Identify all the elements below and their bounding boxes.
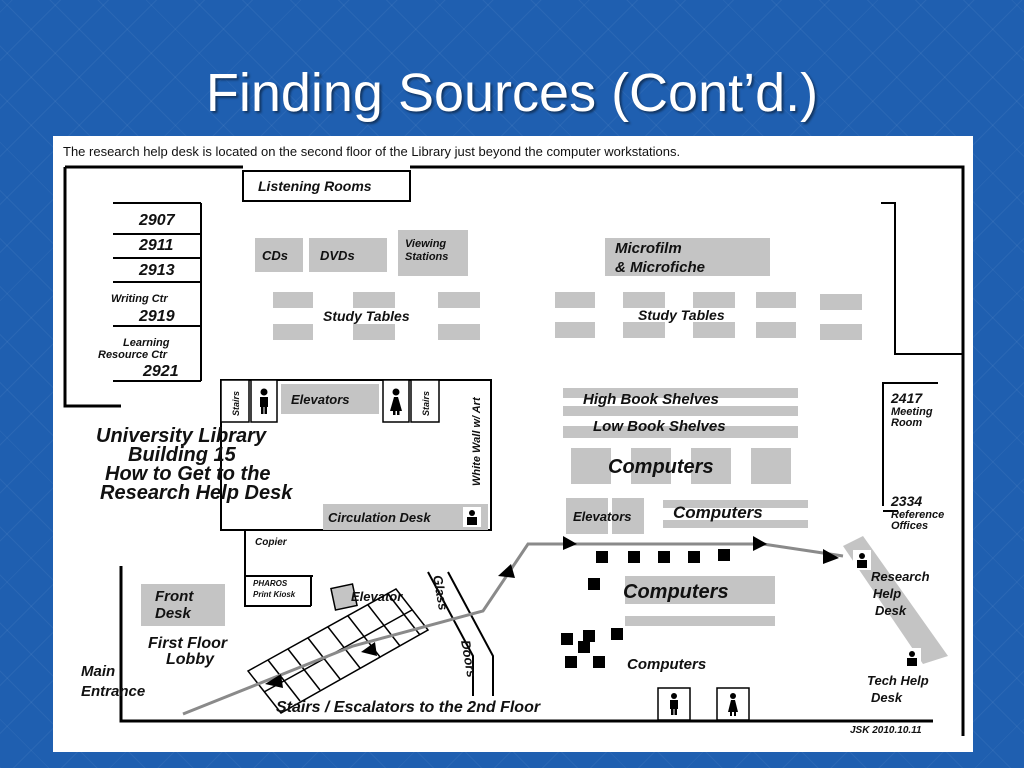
doors-label: Doors [458, 639, 479, 679]
map-credit: JSK 2010.10.11 [850, 725, 922, 736]
restroom-icon [260, 388, 268, 414]
restroom-bottom-right-icon [728, 693, 738, 716]
map-heading-line1: University Library [96, 425, 267, 447]
slide-title: Finding Sources (Cont’d.) [205, 63, 819, 123]
learning-resource-label-1: Learning [123, 337, 170, 349]
room-2919: 2919 [138, 308, 175, 325]
stairs-escalators-label: Stairs / Escalators to the 2nd Floor [276, 699, 541, 716]
research-help-desk [843, 536, 948, 668]
computers-label-1: Computers [608, 456, 714, 478]
listening-rooms-label: Listening Rooms [258, 178, 372, 194]
lower-elevator-icon [330, 583, 358, 611]
circulation-desk-label: Circulation Desk [328, 510, 431, 525]
low-book-shelves-label: Low Book Shelves [593, 418, 726, 435]
lower-walls [244, 530, 494, 696]
front-desk-label-2: Desk [155, 605, 192, 622]
reference-offices-label-1: Reference [891, 509, 944, 521]
elevators-mid-box [566, 498, 644, 534]
dvds-label: DVDs [320, 248, 355, 263]
main-entrance-label-1: Main [81, 663, 115, 680]
room-2417: 2417 [890, 390, 923, 406]
library-floor-map: The research help desk is located on the… [53, 136, 973, 752]
high-book-shelves [563, 388, 798, 416]
microfilm-label-1: Microfilm [615, 240, 682, 257]
room-2907: 2907 [138, 212, 176, 229]
meeting-room-label-2: Room [891, 417, 922, 429]
microfilm-box [605, 238, 770, 276]
study-tables-right-label: Study Tables [638, 307, 725, 323]
map-heading-line4: Research Help Desk [100, 482, 293, 504]
cds-box [255, 238, 303, 272]
computer-stations-1 [571, 448, 791, 484]
elevators-mid-label: Elevators [573, 509, 632, 524]
map-heading-line2: Building 15 [128, 444, 237, 466]
staff-icon [463, 507, 481, 527]
cds-label: CDs [262, 248, 288, 263]
elevators-top-box [281, 384, 379, 414]
lobby-label-2: Lobby [166, 651, 215, 668]
map-caption: The research help desk is located on the… [63, 144, 680, 159]
dvds-box [309, 238, 387, 272]
viewing-stations-box [398, 230, 468, 276]
computer-stations-3 [625, 576, 775, 626]
listening-rooms-box [242, 170, 411, 202]
stairs-left-label: Stairs [231, 391, 241, 416]
main-entrance-label-2: Entrance [81, 683, 145, 700]
computer-stations-2 [663, 500, 808, 528]
computers-label-2: Computers [673, 503, 763, 522]
research-help-label-1: Research [871, 569, 930, 584]
viewing-stations-label-2: Stations [405, 251, 448, 263]
research-help-label-3: Desk [875, 603, 907, 618]
route-path [182, 536, 844, 716]
copier-label: Copier [255, 537, 288, 548]
computer-workstations-dots [561, 549, 730, 668]
stairs-right-box [410, 379, 440, 423]
lobby-label-1: First Floor [148, 635, 228, 652]
writing-ctr-label: Writing Ctr [111, 293, 168, 305]
high-book-shelves-label: High Book Shelves [583, 391, 719, 408]
tech-help-label-2: Desk [871, 690, 903, 705]
microfilm-label-2: & Microfiche [615, 259, 705, 276]
room-2334: 2334 [890, 493, 922, 509]
room-2921: 2921 [142, 363, 179, 380]
front-desk-label-1: Front [155, 588, 194, 605]
computers-label-3: Computers [623, 581, 729, 603]
low-book-shelves [563, 426, 798, 438]
computers-label-4: Computers [627, 656, 706, 673]
lower-elevator-label: Elevator [351, 589, 403, 604]
study-tables-right [555, 292, 862, 340]
pharos-label-2: Print Kiosk [253, 590, 296, 599]
reference-offices-label-2: Offices [891, 520, 928, 532]
map-heading-line3: How to Get to the [105, 463, 271, 485]
tech-help-label-1: Tech Help [867, 673, 929, 688]
room-2913: 2913 [138, 262, 175, 279]
glass-label: Glass [430, 574, 451, 611]
research-help-label-2: Help [873, 586, 901, 601]
restroom-women-icon [390, 388, 402, 415]
outer-walls [63, 165, 965, 736]
study-tables-left [273, 292, 480, 340]
meeting-room-label-1: Meeting [891, 406, 933, 418]
room-2911: 2911 [138, 237, 174, 254]
front-desk [141, 584, 225, 626]
viewing-stations-label-1: Viewing [405, 238, 446, 250]
white-wall-label: White Wall w/ Art [471, 396, 483, 486]
pharos-label-1: PHAROS [253, 579, 288, 588]
elevators-top-label: Elevators [291, 392, 350, 407]
right-room-walls [881, 202, 963, 512]
circulation-desk [323, 504, 488, 530]
study-tables-left-label: Study Tables [323, 308, 410, 324]
restroom-bottom-left-icon [670, 693, 678, 715]
stairs-left-box [220, 379, 250, 423]
stairs-right-label: Stairs [421, 391, 431, 416]
learning-resource-label-2: Resource Ctr [98, 349, 168, 361]
left-room-column [113, 202, 202, 382]
